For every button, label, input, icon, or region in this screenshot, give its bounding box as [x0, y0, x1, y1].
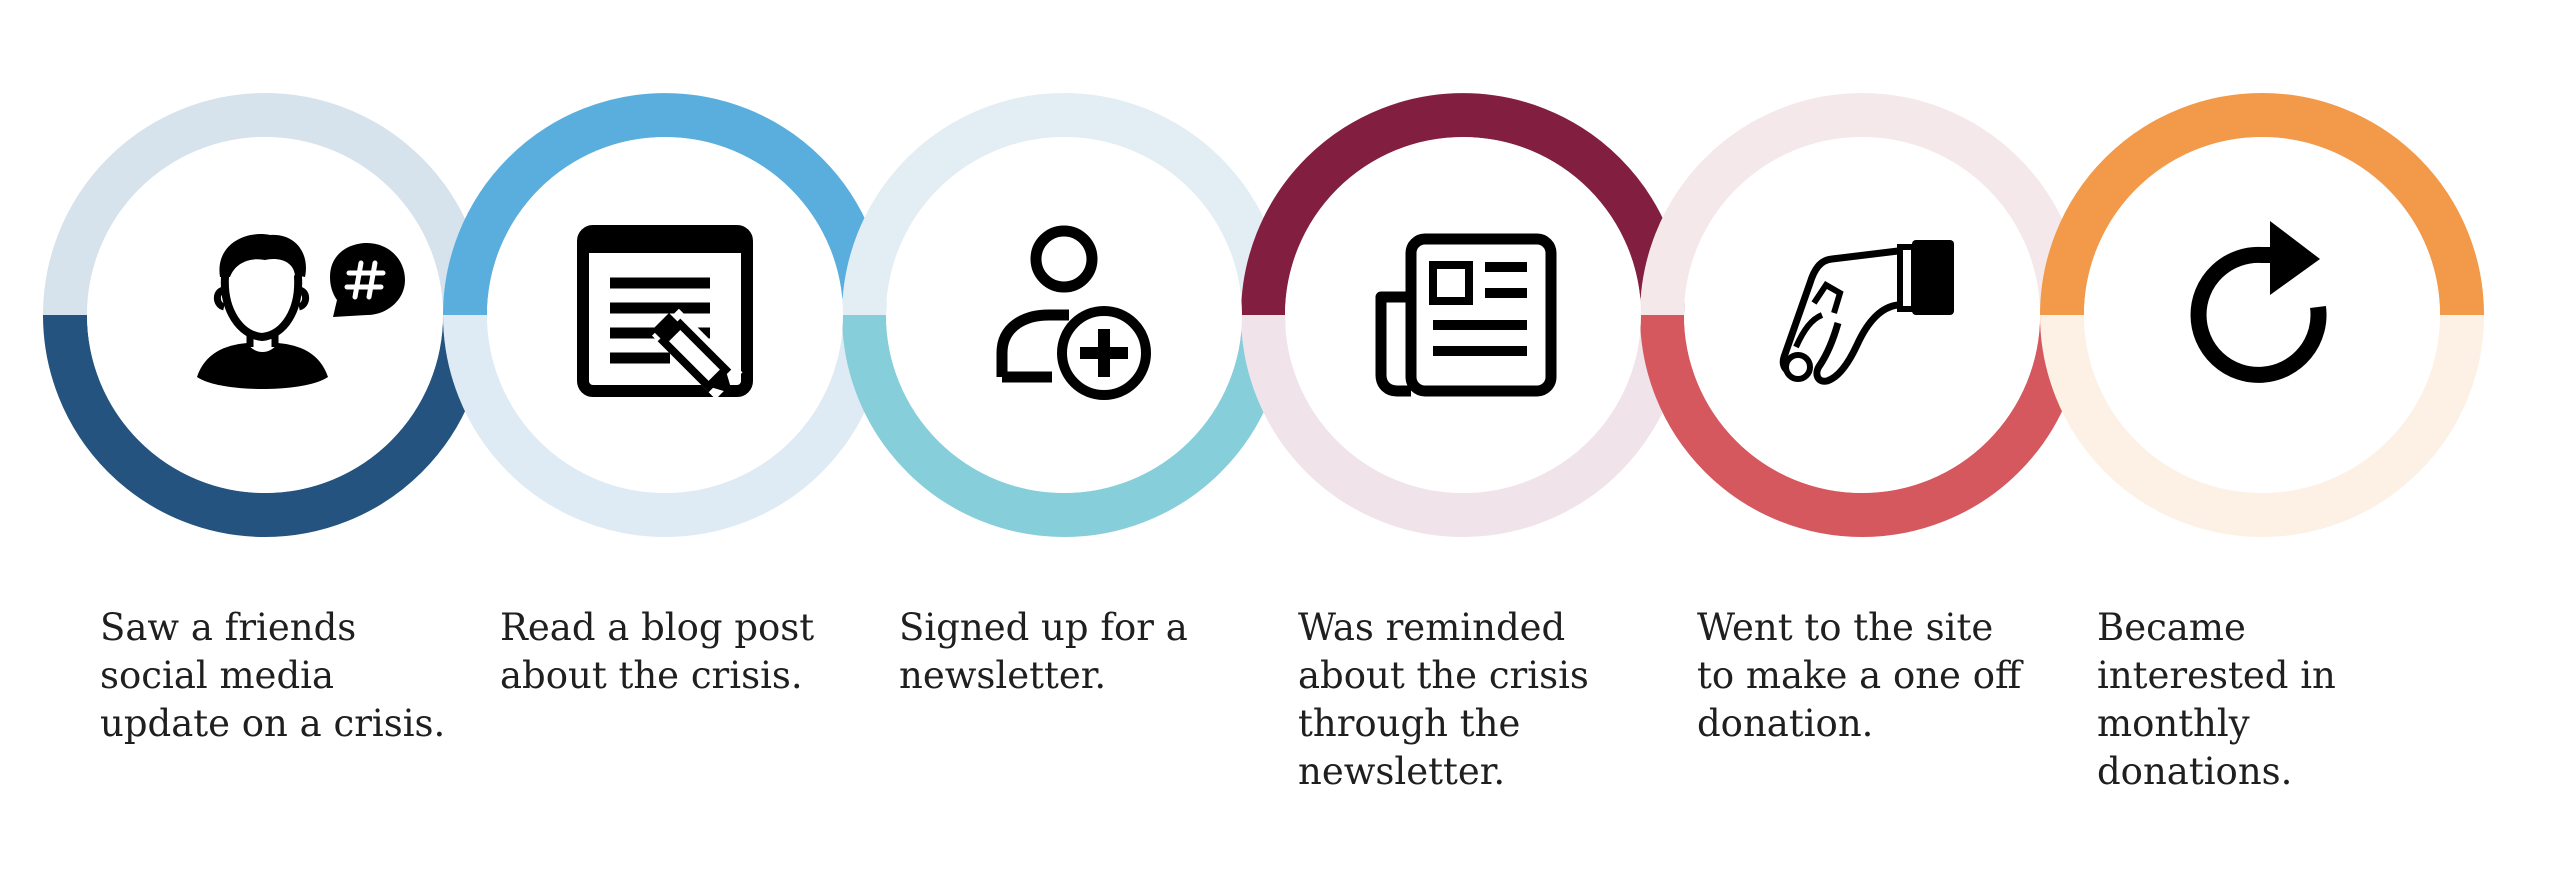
hand-giving-card-icon — [1684, 137, 2040, 493]
social-media-user-icon — [87, 137, 443, 493]
step-caption-reminder: Was reminded about the crisis through th… — [1298, 606, 1589, 793]
ring-highlight — [43, 314, 487, 537]
step-caption-monthly: Became interested in monthly donations. — [2097, 606, 2336, 793]
step-caption-blog: Read a blog post about the crisis. — [500, 606, 815, 697]
add-user-icon — [886, 137, 1242, 493]
ring-highlight — [842, 314, 1286, 537]
blog-post-edit-icon — [487, 137, 843, 493]
step-caption-donation: Went to the site to make a one off donat… — [1697, 606, 2022, 745]
repeat-arrow-icon — [2084, 137, 2440, 493]
ring-highlight — [1241, 93, 1685, 316]
ring-highlight — [1640, 314, 2084, 537]
step-caption-newsletter-signup: Signed up for a newsletter. — [899, 606, 1188, 697]
ring-highlight — [2040, 93, 2484, 316]
newspaper-icon — [1285, 137, 1641, 493]
step-caption-social: Saw a friends social media update on a c… — [100, 606, 446, 745]
step-rings — [43, 93, 2484, 537]
step-icons — [87, 137, 2440, 493]
step-ring-monthly — [2040, 93, 2484, 537]
ring-highlight — [443, 93, 887, 316]
